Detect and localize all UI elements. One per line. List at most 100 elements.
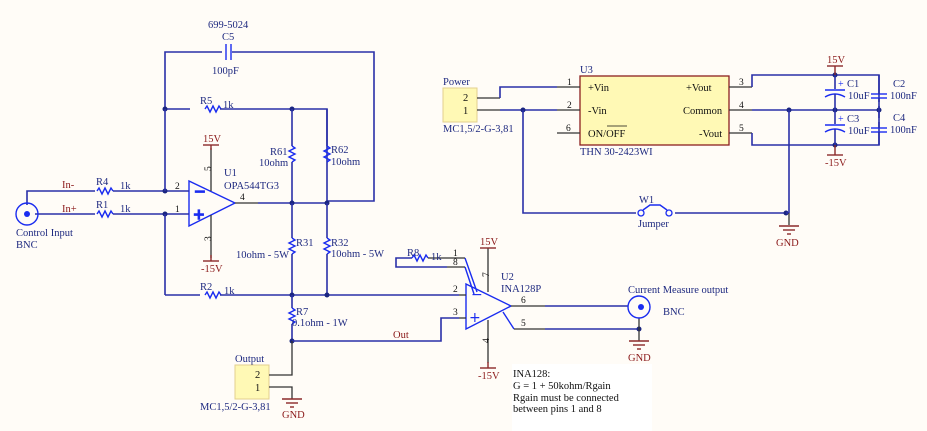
capacitor-c2[interactable]: C2 100nF	[871, 75, 917, 110]
svg-text:5: 5	[739, 124, 744, 134]
c1-ref: C1	[847, 79, 859, 90]
r1-value: 1k	[120, 204, 131, 215]
svg-text:15V: 15V	[203, 134, 222, 145]
svg-text:1: 1	[463, 106, 468, 117]
resistor-r31[interactable]: R31 10ohm - 5W	[236, 203, 314, 295]
u1-pin-noninv: 1	[175, 205, 180, 215]
bnc-in-type: BNC	[16, 240, 38, 251]
resistor-r1[interactable]: In+ R1 1k	[35, 200, 189, 219]
resistor-r62[interactable]: R62 10ohm	[322, 109, 360, 168]
svg-text:GND: GND	[282, 410, 305, 421]
u1-ref: U1	[224, 168, 237, 179]
svg-text:15V: 15V	[827, 55, 846, 66]
c3-value: 10uF	[848, 126, 870, 137]
power-port-15v-u2: 15V	[480, 237, 499, 249]
c4-value: 100nF	[890, 125, 917, 136]
dcdc-converter-u3[interactable]: 1 2 6 3 4 5 +Vin -Vin ON/OFF +Vout Commo…	[557, 65, 752, 158]
output-conn-part: MC1,5/2-G-3,81	[200, 402, 271, 413]
svg-text:+Vin: +Vin	[588, 83, 610, 94]
resistor-r7[interactable]: R7 0.1ohm - 1W	[287, 295, 348, 341]
svg-text:8: 8	[453, 258, 458, 268]
c5-part: 699-5024	[208, 20, 249, 31]
net-in-pos: In+	[62, 204, 77, 215]
svg-text:between pins 1 and 8: between pins 1 and 8	[513, 404, 602, 415]
c4-ref: C4	[893, 113, 906, 124]
capacitor-c5[interactable]: 699-5024 C5 100pF	[164, 20, 375, 202]
r32-value: 10ohm - 5W	[331, 249, 384, 260]
svg-text:Rgain must be connected: Rgain must be connected	[513, 393, 620, 404]
resistor-r8[interactable]: R8 1k	[395, 248, 447, 268]
svg-text:1: 1	[453, 249, 458, 259]
r31-value: 10ohm - 5W	[236, 250, 289, 261]
svg-text:6: 6	[521, 296, 526, 306]
u1-pin-vpos: 5	[204, 166, 214, 171]
svg-text:2: 2	[255, 370, 260, 381]
svg-text:ON/OFF: ON/OFF	[588, 129, 626, 140]
resistor-r2[interactable]: R2 1k	[165, 282, 459, 300]
svg-text:-Vin: -Vin	[588, 106, 607, 117]
output-conn-title: Output	[235, 354, 264, 365]
power-port-neg15v-u1: -15V	[201, 255, 223, 275]
bnc-control-input[interactable]: Control Input BNC	[15, 202, 73, 251]
svg-text:3: 3	[453, 308, 458, 318]
svg-text:2: 2	[567, 101, 572, 111]
svg-text:3: 3	[739, 78, 744, 88]
r4-ref: R4	[96, 177, 109, 188]
svg-text:1: 1	[567, 78, 572, 88]
svg-text:INA128:: INA128:	[513, 369, 550, 380]
svg-text:+Vout: +Vout	[686, 83, 712, 94]
capacitor-c1[interactable]: + C1 10uF	[824, 75, 870, 110]
capacitor-c3[interactable]: + C3 10uF	[824, 110, 870, 145]
r8-value: 1k	[431, 252, 442, 263]
inamp-u2[interactable]: − + 1 8 2 3 6 5 7 4 U2 INA128P	[447, 248, 545, 363]
c2-value: 100nF	[890, 91, 917, 102]
ina128-note: INA128: G = 1 + 50kohm/Rgain Rgain must …	[512, 364, 652, 431]
w1-ref: W1	[639, 195, 654, 206]
svg-text:-15V: -15V	[478, 371, 500, 382]
svg-text:4: 4	[482, 338, 492, 343]
power-port-15v-u1: 15V	[203, 134, 222, 150]
svg-text:+: +	[838, 114, 844, 125]
junction	[324, 292, 330, 298]
u2-part: INA128P	[501, 284, 541, 295]
bnc-current-measure-output[interactable]: Current Measure output BNC	[627, 285, 728, 319]
bnc-out-type: BNC	[663, 307, 685, 318]
svg-text:−: −	[471, 287, 483, 303]
svg-text:1: 1	[255, 383, 260, 394]
c5-value: 100pF	[212, 66, 239, 77]
bnc-out-title: Current Measure output	[628, 285, 728, 296]
svg-text:+: +	[838, 79, 844, 90]
r7-value: 0.1ohm - 1W	[292, 318, 348, 329]
capacitor-c4[interactable]: C4 100nF	[871, 110, 917, 145]
w1-value: Jumper	[638, 219, 669, 230]
u3-ref: U3	[580, 65, 593, 76]
output-connector[interactable]: 2 1 Output MC1,5/2-G-3,81	[200, 341, 293, 413]
opamp-u1[interactable]: − + 4 2 1 5 3 U1 OPA544TG3	[175, 148, 279, 258]
power-conn-part: MC1,5/2-G-3,81	[443, 124, 514, 135]
net-out-label: Out	[393, 330, 409, 341]
svg-text:−: −	[194, 184, 206, 200]
power-port-15v-rail: 15V	[827, 55, 846, 75]
resistor-r61[interactable]: R61 10ohm	[259, 109, 297, 201]
svg-text:GND: GND	[628, 353, 651, 364]
power-connector[interactable]: 2 1 Power MC1,5/2-G-3,81	[442, 77, 514, 135]
resistor-r4[interactable]: In- R4 1k	[26, 177, 189, 205]
svg-text:G = 1 + 50kohm/Rgain: G = 1 + 50kohm/Rgain	[513, 381, 611, 392]
jumper-w1[interactable]: W1 Jumper	[637, 195, 673, 230]
gnd-symbol-output: GND	[282, 398, 305, 421]
u1-part: OPA544TG3	[224, 181, 279, 192]
svg-text:-Vout: -Vout	[699, 129, 722, 140]
svg-text:-15V: -15V	[201, 264, 223, 275]
svg-text:15V: 15V	[480, 237, 499, 248]
u2-ref: U2	[501, 272, 514, 283]
resistor-r32[interactable]: R32 10ohm - 5W	[322, 203, 384, 295]
r61-value: 10ohm	[259, 158, 288, 169]
r2-value: 1k	[224, 286, 235, 297]
u1-pin-inv: 2	[175, 182, 180, 192]
svg-text:7: 7	[482, 272, 492, 277]
gnd-symbol-power: GND	[776, 225, 799, 249]
svg-text:+: +	[193, 207, 205, 223]
c1-value: 10uF	[848, 91, 870, 102]
